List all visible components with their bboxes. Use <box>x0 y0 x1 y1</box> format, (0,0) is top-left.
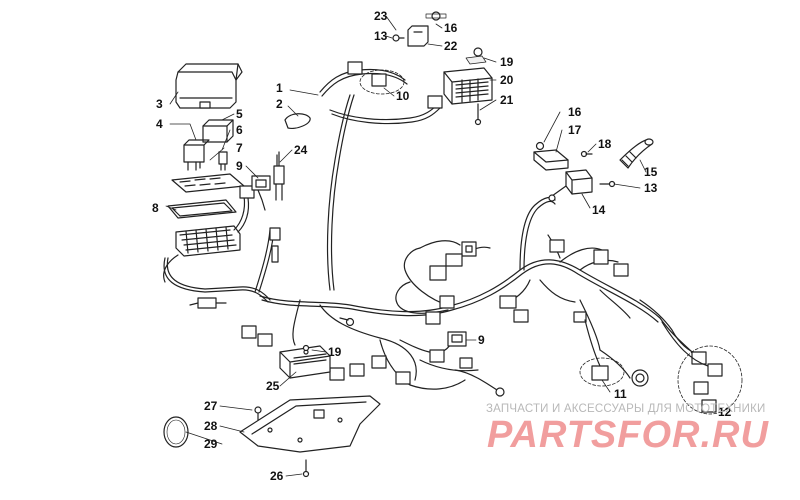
callout-16-right: 16 <box>568 105 582 119</box>
screw-13-top <box>392 34 405 42</box>
connector-fuse-lead <box>197 297 217 309</box>
fuse-box-connector <box>239 185 255 199</box>
callout-6: 6 <box>236 123 243 137</box>
connector-center-5 <box>425 311 441 325</box>
screw-21 <box>474 103 482 126</box>
callout-23: 23 <box>374 9 388 23</box>
callout-26: 26 <box>270 469 284 483</box>
callout-16-top: 16 <box>444 21 458 35</box>
callout-12: 12 <box>718 405 732 419</box>
connector-2 <box>284 113 311 129</box>
connector-center-3 <box>429 265 447 281</box>
regulator-connector <box>427 95 443 109</box>
ring-29 <box>163 416 189 448</box>
screw-13-right <box>599 180 616 188</box>
connector-9-right <box>447 331 467 347</box>
callout-labels: 1 2 3 4 5 6 7 8 9 10 23 13 16 22 19 20 2… <box>152 9 732 483</box>
callout-5: 5 <box>236 107 243 121</box>
callout-24: 24 <box>294 143 308 157</box>
callout-17: 17 <box>568 123 582 137</box>
callout-14: 14 <box>592 203 606 217</box>
callout-13-top: 13 <box>374 29 388 43</box>
fuse-box <box>175 225 241 257</box>
callout-4: 4 <box>156 117 163 131</box>
connector-lower-6 <box>395 371 411 385</box>
callout-9-left: 9 <box>236 159 243 173</box>
connector-lower-5 <box>371 355 387 369</box>
fuse-block-panel <box>171 173 245 193</box>
connector-center-1 <box>461 241 477 257</box>
connector-lower-4 <box>349 363 365 377</box>
watermark-tagline: ЗАПЧАСТИ И АКСЕССУАРЫ ДЛЯ МОТОТЕХНИКИ <box>486 403 766 415</box>
connector-lower-1 <box>241 325 257 339</box>
mounting-plate <box>239 395 381 453</box>
fuse-box-seal <box>167 199 237 219</box>
connector-center-4 <box>439 295 455 309</box>
watermark-brand: PARTSFOR.RU <box>487 414 769 456</box>
callout-2: 2 <box>276 97 283 111</box>
callout-21: 21 <box>500 93 514 107</box>
callout-8: 8 <box>152 201 159 215</box>
nut-16-top <box>425 11 447 21</box>
boot-15 <box>619 138 654 169</box>
callout-22: 22 <box>444 39 458 53</box>
ground-eyelet <box>339 317 355 327</box>
sensor-lead-connector <box>269 227 281 263</box>
callout-10: 10 <box>396 89 410 103</box>
callout-29: 29 <box>204 437 218 451</box>
nut-19-lower <box>302 344 310 352</box>
callout-15: 15 <box>644 165 658 179</box>
ground-terminal <box>495 387 505 397</box>
fuse <box>218 151 228 171</box>
connector-group-12 <box>677 345 743 415</box>
main-harness <box>163 68 701 393</box>
connector-lower-2 <box>257 333 273 347</box>
connector-lower-7 <box>429 349 445 363</box>
callout-19-top: 19 <box>500 55 514 69</box>
callout-20: 20 <box>500 73 514 87</box>
ecu-module <box>279 345 331 379</box>
component-11-connector <box>579 357 625 387</box>
connector-top-left <box>347 61 363 75</box>
connector-center-7 <box>513 309 529 323</box>
connector-center-8 <box>549 239 565 253</box>
ignition-switch <box>548 169 593 202</box>
voltage-regulator <box>443 67 493 105</box>
indicator-lamp <box>631 369 649 387</box>
callout-11: 11 <box>614 387 627 401</box>
callout-9-right: 9 <box>478 333 485 347</box>
callout-1: 1 <box>276 81 283 95</box>
connector-center-6 <box>499 295 517 309</box>
relay-cover <box>175 63 243 109</box>
sensor <box>273 151 285 201</box>
screw-27 <box>254 406 262 421</box>
callout-3: 3 <box>156 97 163 111</box>
bracket-17 <box>533 149 569 171</box>
callout-25: 25 <box>266 379 280 393</box>
callout-18: 18 <box>598 137 612 151</box>
callout-7: 7 <box>236 141 243 155</box>
connector-center-10 <box>613 263 629 277</box>
connector-center-2 <box>445 253 463 267</box>
nut-19-top <box>465 47 487 65</box>
nut-16-right <box>535 141 545 151</box>
connector-lower-8 <box>459 357 473 369</box>
callout-27: 27 <box>204 399 218 413</box>
connector-center-9 <box>593 249 609 265</box>
connector-9-left <box>251 175 271 211</box>
connector-center-11 <box>573 311 587 323</box>
leader-lines <box>165 15 647 477</box>
screw-26 <box>302 459 310 478</box>
callout-13-right: 13 <box>644 181 658 195</box>
screw-18 <box>580 150 593 158</box>
connector-10 <box>359 69 405 95</box>
connector-lower-3 <box>329 367 345 381</box>
relay <box>202 119 234 143</box>
callout-19-lower: 19 <box>328 345 342 359</box>
callout-28: 28 <box>204 419 218 433</box>
relay-small <box>183 139 210 171</box>
bracket-22 <box>407 25 429 47</box>
